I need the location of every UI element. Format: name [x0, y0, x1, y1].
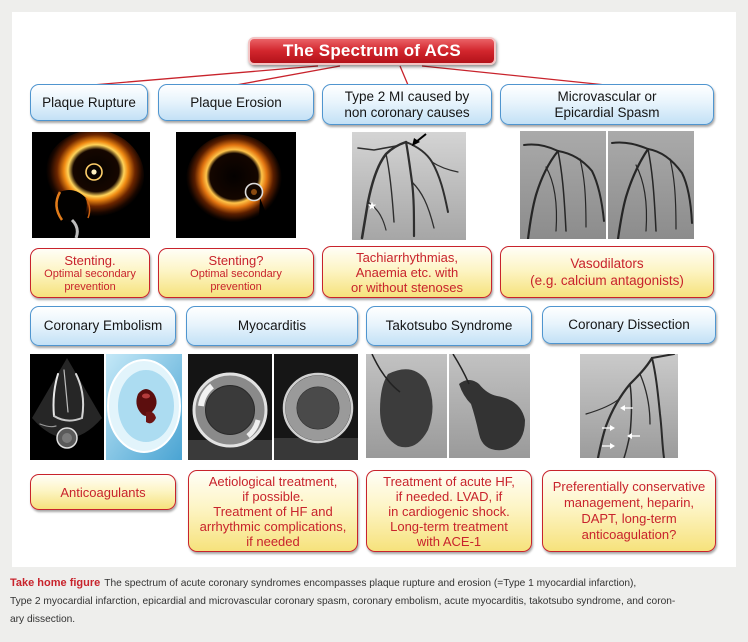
- caption-line: ary dissection.: [10, 614, 76, 625]
- caption-line: Type 2 myocardial infarction, epicardial…: [10, 596, 676, 607]
- mechanism-type2-mi: Type 2 MI caused by non coronary causes: [322, 84, 492, 125]
- treatment-line: DAPT, long-term: [581, 511, 677, 526]
- black-arrow-icon: [412, 133, 427, 146]
- connector-plaque-rupture: [91, 65, 319, 86]
- connector-type2-mi: [399, 65, 409, 86]
- figure-title: The Spectrum of ACS: [248, 37, 496, 65]
- treatment-line: Preferentially conservative: [552, 479, 706, 494]
- vessel-tree: [611, 141, 693, 239]
- treatment-line: if needed: [246, 533, 300, 549]
- mechanism-label: non coronary causes: [344, 104, 470, 120]
- treatment-line: Optimal secondary: [44, 268, 136, 280]
- treatment-line: (e.g. calcium antagonists): [530, 273, 684, 288]
- oct-image-plaque-erosion: [176, 132, 296, 238]
- echo-image-embolism: [30, 354, 104, 460]
- caption-text: The spectrum of acute coronary syndromes…: [104, 578, 637, 589]
- white-star-icon: [367, 201, 377, 210]
- mechanism-label: Plaque Erosion: [190, 94, 282, 110]
- treatment-plaque-rupture: Stenting. Optimal secondary prevention: [30, 248, 150, 298]
- white-arrow-icon: [602, 425, 615, 431]
- treatment-line: or without stenoses: [350, 279, 463, 295]
- mechanism-plaque-rupture: Plaque Rupture: [30, 84, 148, 121]
- mri-image-myocarditis: [188, 354, 358, 460]
- treatment-line: Optimal secondary: [190, 268, 282, 280]
- mechanism-label: Plaque Rupture: [42, 94, 136, 110]
- treatment-takotsubo: Treatment of acute HF, if needed. LVAD, …: [366, 470, 532, 552]
- thrombus: [136, 389, 157, 416]
- vessel-tree: [357, 140, 459, 240]
- mechanism-takotsubo: Takotsubo Syndrome: [366, 306, 532, 346]
- mechanism-label: Coronary Embolism: [43, 318, 163, 333]
- white-arrow-icon: [602, 443, 615, 449]
- caption-label: Take home figure: [10, 577, 101, 589]
- treatment-line: in cardiogenic shock.: [388, 503, 510, 519]
- left-ventricle: [380, 369, 433, 448]
- treatment-line: if possible.: [242, 488, 304, 504]
- treatment-plaque-erosion: Stenting? Optimal secondary prevention: [158, 248, 314, 298]
- connector-lines: [91, 65, 607, 86]
- left-ventricle: [459, 380, 525, 451]
- mechanism-label: Microvascular or: [557, 88, 657, 104]
- treatment-line: Anaemia etc. with: [355, 264, 459, 280]
- angiogram-type2-mi: [352, 132, 466, 240]
- treatment-type2-mi: Tachiarrhythmias, Anaemia etc. with or w…: [322, 246, 492, 298]
- thrombus-specimen-image: [106, 354, 182, 460]
- treatment-line: anticoagulation?: [581, 527, 677, 542]
- treatment-line: Vasodilators: [570, 256, 644, 271]
- treatment-line: Long-term treatment: [390, 518, 508, 534]
- mechanism-label: Epicardial Spasm: [554, 104, 660, 120]
- mechanism-coronary-embolism: Coronary Embolism: [30, 306, 176, 346]
- oct-image-plaque-rupture: [32, 132, 150, 238]
- treatment-myocarditis: Aetiological treatment, if possible. Tre…: [188, 470, 358, 552]
- vessel-tree: [523, 143, 605, 239]
- treatment-line: with ACE-1: [416, 533, 482, 549]
- connector-spasm: [421, 65, 607, 86]
- angiogram-coronary-dissection: [580, 354, 678, 458]
- vessel-tree: [585, 354, 675, 458]
- treatment-coronary-embolism: Anticoagulants: [30, 474, 176, 510]
- treatment-line: Tachiarrhythmias,: [356, 249, 458, 265]
- mechanism-coronary-dissection: Coronary Dissection: [542, 306, 716, 344]
- treatment-line: Aetiological treatment,: [208, 473, 338, 489]
- connector-plaque-erosion: [235, 65, 341, 86]
- treatment-line: management, heparin,: [563, 495, 695, 510]
- treatment-line: Treatment of acute HF,: [383, 473, 515, 489]
- treatment-line: prevention: [210, 280, 262, 293]
- figure-title-text: The Spectrum of ACS: [283, 41, 461, 60]
- treatment-spasm: Vasodilators (e.g. calcium antagonists): [500, 246, 714, 298]
- treatment-line: Stenting?: [208, 253, 264, 268]
- treatment-coronary-dissection: Preferentially conservative management, …: [542, 470, 716, 552]
- white-arrow-icon: [627, 433, 640, 439]
- ventriculogram-takotsubo: [366, 354, 530, 458]
- mechanism-plaque-erosion: Plaque Erosion: [158, 84, 314, 121]
- treatment-line: Anticoagulants: [60, 484, 146, 500]
- mechanism-label: Myocarditis: [237, 318, 307, 333]
- treatment-line: Stenting.: [64, 253, 116, 268]
- treatment-line: Treatment of HF and: [213, 503, 333, 519]
- angiogram-spasm: [520, 131, 694, 239]
- mechanism-label: Takotsubo Syndrome: [385, 318, 513, 333]
- mechanism-myocarditis: Myocarditis: [186, 306, 358, 346]
- treatment-line: if needed. LVAD, if: [395, 488, 503, 504]
- mechanism-spasm: Microvascular or Epicardial Spasm: [500, 84, 714, 125]
- treatment-line: prevention: [64, 280, 116, 293]
- treatment-line: arrhythmic complications,: [199, 518, 347, 534]
- mechanism-label: Type 2 MI caused by: [344, 88, 470, 104]
- white-arrow-icon: [620, 405, 633, 411]
- mechanism-label: Coronary Dissection: [568, 317, 690, 332]
